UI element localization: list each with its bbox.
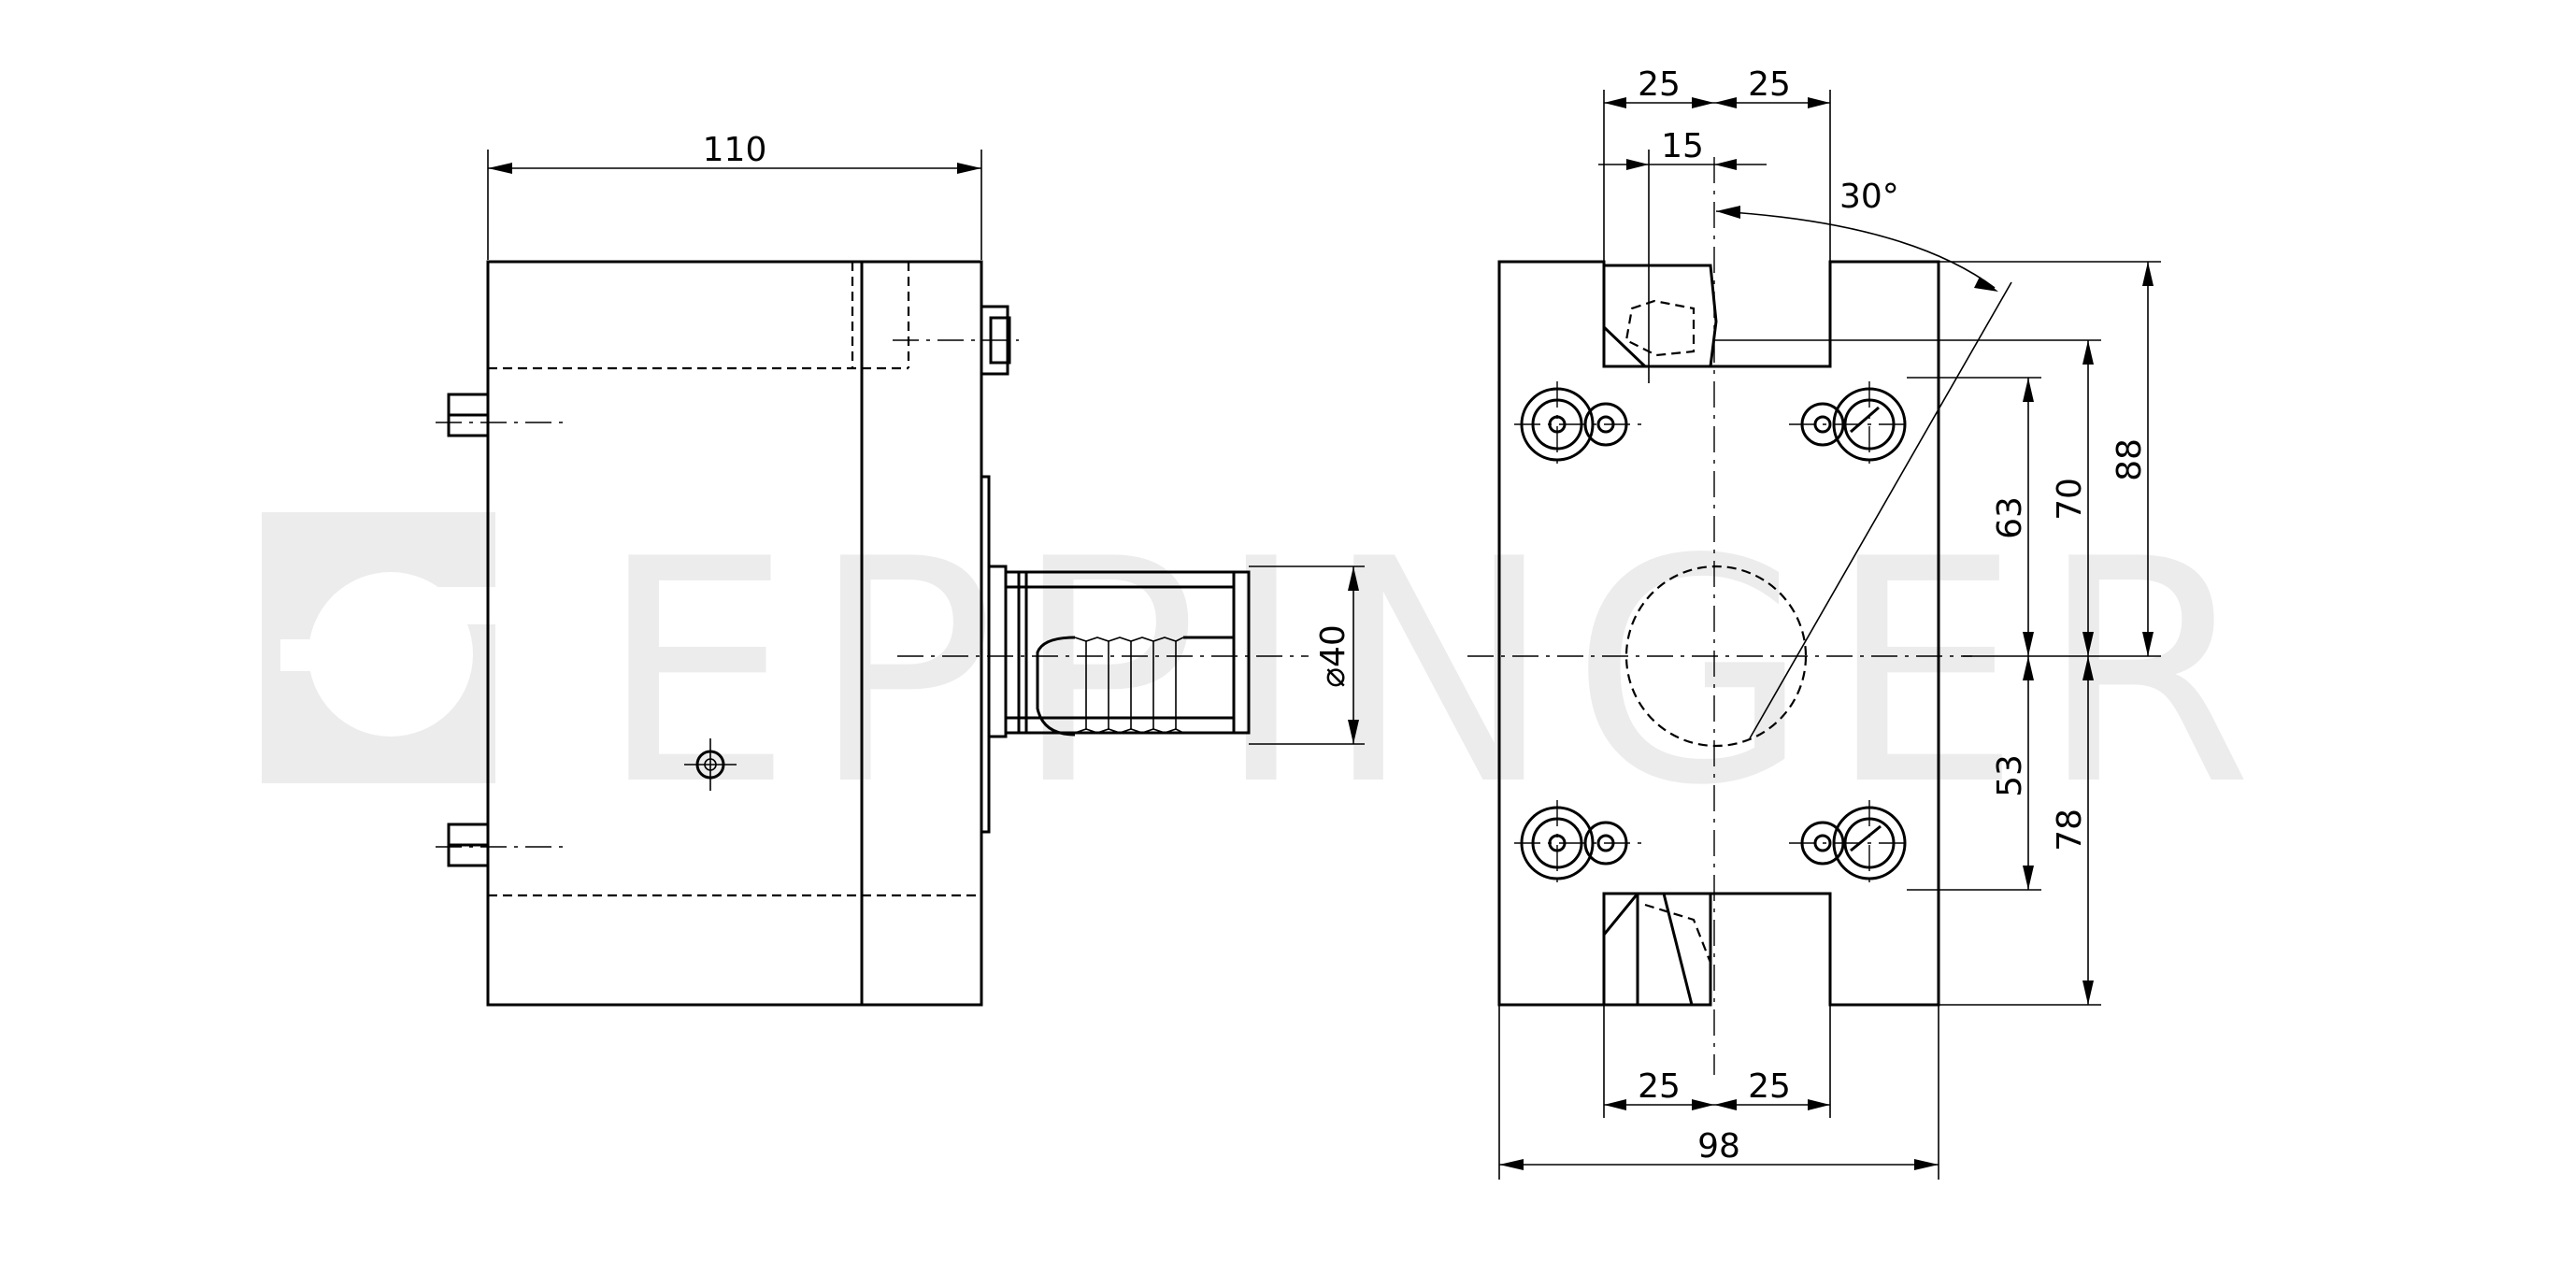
dim-label-98: 98: [1697, 1127, 1740, 1166]
side-view: 110 ⌀40: [436, 131, 1365, 1007]
dim-angle-30: 30°: [1715, 178, 2012, 739]
front-hole-group-bottom-left: [1514, 800, 1641, 886]
dim-label-bottom-right-25: 25: [1748, 1067, 1791, 1106]
front-hole-group-top-left: [1514, 381, 1641, 467]
eppinger-watermark: EPPINGER: [262, 494, 2269, 852]
front-lower-wedge: [1602, 892, 1712, 1007]
dim-label-15: 15: [1661, 127, 1704, 165]
dim-shank-diameter: ⌀40: [1249, 565, 1365, 745]
front-view: 30° 25 25 15: [1467, 65, 2161, 1180]
dim-vertical-heights: 63 70 88 53 78: [1714, 261, 2161, 1006]
dim-bottom-widths: 25 25: [1603, 1005, 1831, 1118]
dim-label-70: 70: [2051, 478, 2089, 521]
side-key-block: [980, 305, 1009, 376]
front-hidden-bore: [1624, 565, 1808, 748]
dim-label-88: 88: [2111, 438, 2149, 481]
dim-label-diameter-40: ⌀40: [1314, 624, 1352, 687]
dim-label-bottom-left-25: 25: [1638, 1067, 1681, 1106]
dim-label-53: 53: [1991, 754, 2029, 797]
side-shank: [987, 565, 1251, 738]
dim-overall-width: 98: [1498, 1005, 1939, 1180]
dim-top-offset: 15: [1598, 127, 1767, 383]
dim-label-top-left-25: 25: [1638, 65, 1681, 104]
eppinger-logo-icon: [262, 512, 495, 783]
watermark-text: EPPINGER: [598, 494, 2269, 852]
dim-top-widths: 25 25: [1603, 65, 1831, 262]
dim-label-63: 63: [1991, 496, 2029, 539]
dim-label-top-right-25: 25: [1748, 65, 1791, 104]
dim-label-30-deg: 30°: [1839, 178, 1899, 216]
dim-label-110: 110: [703, 131, 767, 169]
dim-label-78: 78: [2051, 809, 2089, 852]
front-upper-wedge: [1602, 264, 1718, 368]
front-hole-group-top-right: [1789, 381, 1912, 467]
dim-overall-length: 110: [487, 131, 982, 260]
front-hole-group-bottom-right: [1789, 800, 1912, 886]
